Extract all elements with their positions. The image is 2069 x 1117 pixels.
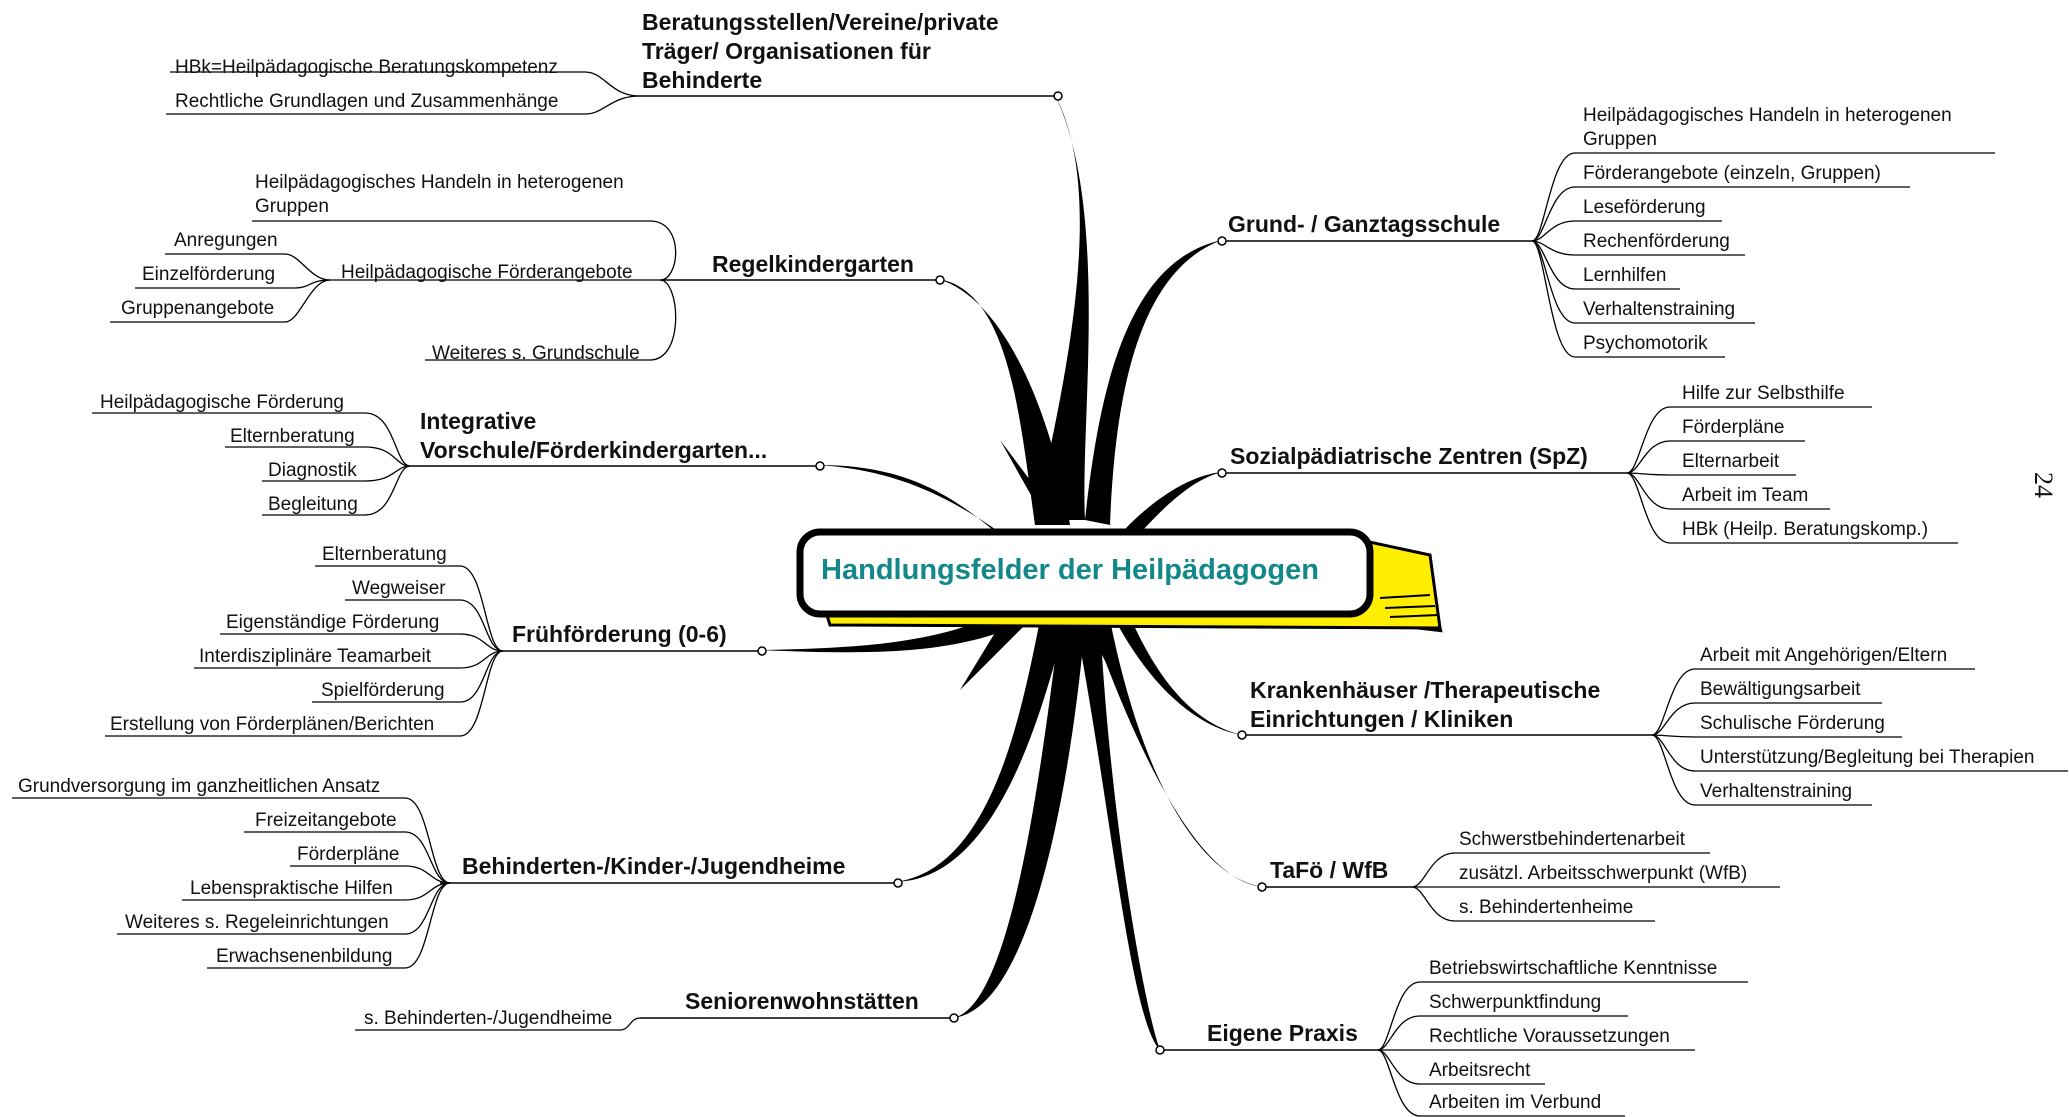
leaf-beratung-rechtlich: Rechtliche Grundlagen und Zusammenhänge: [175, 91, 559, 112]
branch-heime: [895, 620, 1065, 882]
branch-title-spz: Sozialpädiatrische Zentren (SpZ): [1230, 443, 1588, 469]
leaf-schule-lesefoerderung: Leseförderung: [1583, 197, 1706, 218]
leaf-spz-selbsthilfe: Hilfe zur Selbsthilfe: [1682, 383, 1845, 404]
leaf-frueh-elternberatung: Elternberatung: [322, 544, 447, 565]
leaf-tafoe-schwerst: Schwerstbehindertenarbeit: [1459, 829, 1686, 850]
leaf-senioren-heime: s. Behinderten-/Jugendheime: [364, 1008, 613, 1029]
leaf-regel-weiteres: Weiteres s. Grundschule: [432, 343, 640, 364]
branch-title-integrative-line1: Integrative: [420, 408, 537, 434]
sub-connectors-right: [1377, 152, 2068, 1117]
branch-tafoe: [1090, 620, 1262, 887]
leaf-frueh-spielfoerderung: Spielförderung: [321, 680, 445, 701]
branch-title-regelkindergarten: Regelkindergarten: [712, 251, 914, 277]
branch-title-praxis: Eigene Praxis: [1207, 1020, 1358, 1046]
sub-connectors-left: [12, 71, 677, 1031]
leaf-kliniken-therapien: Unterstützung/Begleitung bei Therapien: [1700, 747, 2035, 768]
leaf-integrative-begleitung: Begleitung: [268, 494, 358, 515]
leaf-spz-elternarbeit: Elternarbeit: [1682, 451, 1780, 472]
leaf-heime-foerderplaene: Förderpläne: [297, 844, 400, 865]
branch-title-kliniken-line1: Krankenhäuser /Therapeutische: [1250, 677, 1601, 703]
branch-title-beratung-line3: Behinderte: [642, 67, 763, 93]
leaf-beratung-hbk: HBk=Heilpädagogische Beratungskompetenz: [175, 57, 558, 78]
branch-title-beratung-line2: Träger/ Organisationen für: [642, 38, 931, 64]
leaf-integrative-elternberatung: Elternberatung: [230, 426, 355, 447]
leaf-schule-psychomotorik: Psychomotorik: [1583, 333, 1708, 354]
center-bar: [796, 528, 1443, 633]
leaf-schule-handeln-line2: Gruppen: [1583, 129, 1657, 150]
branch-title-tafoe: TaFö / WfB: [1270, 857, 1389, 883]
branch-title-beratung-line1: Beratungsstellen/Vereine/private: [642, 9, 999, 35]
branch-senioren: [952, 620, 1085, 1018]
branch-schule: [1085, 240, 1222, 525]
leaf-heime-weiteres: Weiteres s. Regeleinrichtungen: [125, 912, 389, 933]
leaf-integrative-diagnostik: Diagnostik: [268, 460, 357, 481]
leaf-praxis-rechtlich: Rechtliche Voraussetzungen: [1429, 1026, 1670, 1047]
leaf-schule-foerderangebote: Förderangebote (einzeln, Gruppen): [1583, 163, 1881, 184]
leaf-praxis-bwl: Betriebswirtschaftliche Kenntnisse: [1429, 958, 1718, 979]
leaf-kliniken-angehoerige: Arbeit mit Angehörigen/Eltern: [1700, 645, 1948, 666]
leaf-regel-handeln-line1: Heilpädagogisches Handeln in heterogenen: [255, 172, 624, 193]
branch-title-schule: Grund- / Ganztagsschule: [1228, 211, 1501, 237]
branch-beratung: [1035, 95, 1089, 520]
center-title: Handlungsfelder der Heilpädagogen: [821, 553, 1319, 586]
leaf-kliniken-verhaltenstraining: Verhaltenstraining: [1700, 781, 1853, 802]
leaf-heime-freizeit: Freizeitangebote: [255, 810, 397, 831]
leaf-tafoe-heime: s. Behindertenheime: [1459, 897, 1634, 918]
leaf-schule-handeln-line1: Heilpädagogisches Handeln in heterogenen: [1583, 105, 1952, 126]
leaf-kliniken-schulisch: Schulische Förderung: [1700, 713, 1885, 734]
branch-title-senioren: Seniorenwohnstätten: [685, 988, 919, 1014]
leaf-schule-rechenfoerderung: Rechenförderung: [1583, 231, 1730, 252]
leaf-heime-lebenspraktisch: Lebenspraktische Hilfen: [190, 878, 393, 899]
leaf-spz-team: Arbeit im Team: [1682, 485, 1809, 506]
leaf-spz-hbk: HBk (Heilp. Beratungskomp.): [1682, 519, 1929, 540]
title-underlines: [410, 95, 1652, 1051]
branch-praxis: [1075, 620, 1160, 1050]
leaf-spz-foerderplaene: Förderpläne: [1682, 417, 1785, 438]
leaf-frueh-teamarbeit: Interdisziplinäre Teamarbeit: [199, 646, 431, 667]
leaf-frueh-eigenstaendig: Eigenständige Förderung: [226, 612, 440, 633]
branch-nodes: [757, 91, 1267, 1055]
leaf-praxis-verbund: Arbeiten im Verbund: [1429, 1092, 1602, 1113]
branch-fruehfoerderung: [760, 600, 1040, 653]
branch-title-kliniken-line2: Einrichtungen / Kliniken: [1250, 706, 1514, 732]
leaf-regel-handeln-line2: Gruppen: [255, 196, 329, 217]
leaf-regel-gruppenangebote: Gruppenangebote: [121, 298, 275, 319]
leaf-praxis-arbeitsrecht: Arbeitsrecht: [1429, 1060, 1531, 1081]
leaf-regel-einzelfoerderung: Einzelförderung: [142, 264, 276, 285]
leaf-regel-anregungen: Anregungen: [174, 230, 278, 251]
leaf-frueh-wegweiser: Wegweiser: [352, 578, 446, 599]
leaf-kliniken-bewaeltigung: Bewältigungsarbeit: [1700, 679, 1861, 700]
main-branches: [760, 95, 1262, 1050]
leaf-heime-erwachsenenbildung: Erwachsenenbildung: [216, 946, 393, 967]
leaf-tafoe-zusaetzl: zusätzl. Arbeitsschwerpunkt (WfB): [1459, 863, 1748, 884]
branch-title-heime: Behinderten-/Kinder-/Jugendheime: [462, 853, 846, 879]
leaf-praxis-schwerpunkt: Schwerpunktfindung: [1429, 992, 1602, 1013]
leaf-schule-verhaltenstraining: Verhaltenstraining: [1583, 299, 1736, 320]
leaf-schule-lernhilfen: Lernhilfen: [1583, 265, 1667, 286]
branch-regelkindergarten: [938, 279, 1070, 525]
leaf-integrative-foerderung: Heilpädagogische Förderung: [100, 392, 344, 413]
leaf-heime-grundversorgung: Grundversorgung im ganzheitlichen Ansatz: [18, 776, 381, 797]
branch-title-fruehfoerderung: Frühförderung (0-6): [512, 621, 727, 647]
leaf-regel-foerderangebote: Heilpädagogische Förderangebote: [341, 262, 633, 283]
page-number: 24: [2029, 472, 2058, 498]
leaf-frueh-foerderplaene: Erstellung von Förderplänen/Berichten: [110, 714, 435, 735]
branch-title-integrative-line2: Vorschule/Förderkindergarten...: [420, 437, 768, 463]
